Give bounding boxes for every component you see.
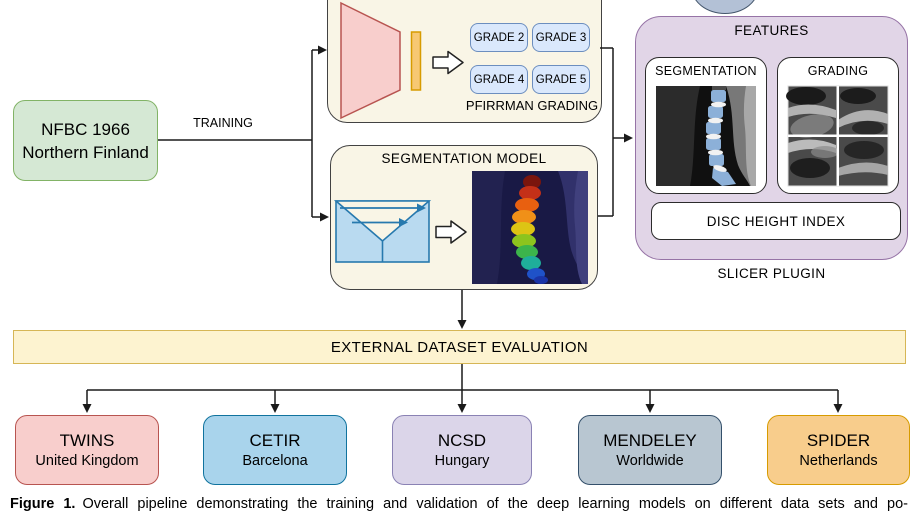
dataset-name: SPIDER <box>806 431 871 450</box>
dataset-location: Worldwide <box>616 453 684 469</box>
grading-card-title: GRADING <box>807 64 869 78</box>
disc-height-index-box: DISC HEIGHT INDEX <box>651 202 901 240</box>
dataset-name: MENDELEY <box>603 431 697 450</box>
dataset-name: NCSD <box>437 431 487 450</box>
grade-5-box: GRADE 5 <box>532 65 590 94</box>
dataset-box-spider: SPIDER Netherlands <box>767 415 910 485</box>
person-head-icon <box>691 0 759 14</box>
external-dataset-evaluation-bar: EXTERNAL DATASET EVALUATION <box>13 330 906 364</box>
figure-caption: Figure 1. Overall pipeline demonstrating … <box>10 496 908 512</box>
dataset-box-cetir: CETIR Barcelona <box>203 415 347 485</box>
nfbc-title: NFBC 1966 <box>41 119 130 139</box>
dataset-box-mendeley: MENDELEY Worldwide <box>578 415 722 485</box>
nfbc-source-box: NFBC 1966 Northern Finland <box>13 100 158 181</box>
dataset-box-ncsd: NCSD Hungary <box>392 415 532 485</box>
segmentation-model-title: SEGMENTATION MODEL <box>381 151 547 166</box>
training-edge-label: TRAINING <box>193 116 253 130</box>
features-title: FEATURES <box>734 23 809 38</box>
nfbc-subtitle: Northern Finland <box>22 142 149 162</box>
slicer-plugin-label: SLICER PLUGIN <box>717 266 826 281</box>
segmentation-card-title: SEGMENTATION <box>655 64 757 78</box>
edge-eval-distribution <box>87 364 838 391</box>
segmentation-model-box <box>330 145 598 290</box>
grade-4-box: GRADE 4 <box>470 65 528 94</box>
dataset-location: Barcelona <box>242 453 308 469</box>
grade-2-box: GRADE 2 <box>470 23 528 52</box>
dataset-location: Hungary <box>434 453 490 469</box>
pfirrman-grading-label: PFIRRMAN GRADING <box>465 98 599 113</box>
figure-caption-text: Overall pipeline demonstrating the train… <box>82 496 908 512</box>
dataset-name: CETIR <box>249 431 301 450</box>
dataset-box-twins: TWINS United Kingdom <box>15 415 159 485</box>
dataset-name: TWINS <box>59 431 115 450</box>
figure-caption-label: Figure 1. <box>10 496 76 512</box>
dataset-location: Netherlands <box>799 453 878 469</box>
dataset-location: United Kingdom <box>35 453 139 469</box>
grade-3-box: GRADE 3 <box>532 23 590 52</box>
